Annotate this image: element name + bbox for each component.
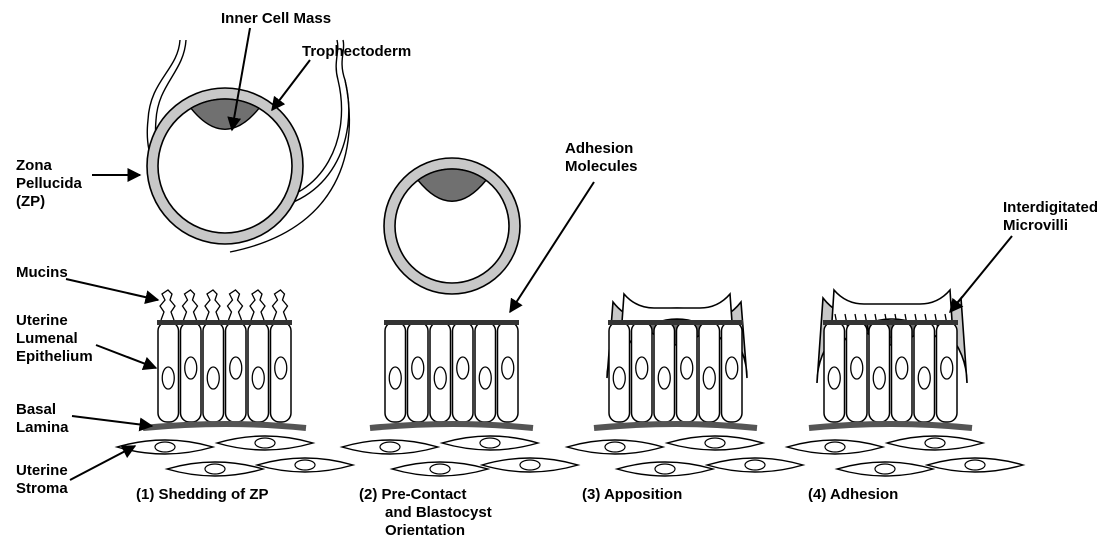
- label-zona-pellucida: Zona Pellucida (ZP): [16, 157, 82, 211]
- stage1-epithelium-nucleus: [207, 367, 219, 389]
- label-inner-cell-mass: Inner Cell Mass: [221, 10, 331, 28]
- caption-stage-1: (1) Shedding of ZP: [136, 486, 269, 504]
- label-stroma-line2: Stroma: [16, 480, 68, 498]
- label-uterine-stroma: Uterine Stroma: [16, 462, 68, 498]
- stage2-epithelium-nucleus: [412, 357, 424, 379]
- stage3-epithelium-nucleus: [703, 367, 715, 389]
- label-zona-line1: Zona: [16, 157, 82, 175]
- caption-stage-2: (2) Pre-Contact and Blastocyst Orientati…: [359, 486, 492, 540]
- label-trophectoderm: Trophectoderm: [302, 43, 411, 61]
- stage4-epithelium-apical-surface: [823, 320, 958, 325]
- label-basal-lamina: Basal Lamina: [16, 401, 69, 437]
- stage3-epithelium-nucleus: [658, 367, 670, 389]
- stage2-epithelium-nucleus: [457, 357, 469, 379]
- stage1-epithelium-mucin: [205, 290, 220, 320]
- stage3-epithelium-basal-lamina: [594, 424, 757, 428]
- arrow-microvilli: [950, 236, 1012, 312]
- arrow-ule: [96, 345, 156, 368]
- stage2-stroma-stromal-nucleus: [430, 464, 450, 474]
- label-basal-line1: Basal: [16, 401, 69, 419]
- stage2-epithelium-apical-surface: [384, 320, 519, 325]
- arrow-trophectoderm: [272, 60, 310, 110]
- label-microvilli-line1: Interdigitated: [1003, 199, 1098, 217]
- label-ule-line1: Uterine: [16, 312, 93, 330]
- stage3-epithelium-apical-surface: [608, 320, 743, 325]
- label-microvilli-line2: Microvilli: [1003, 217, 1098, 235]
- stage4-epithelium-nucleus: [918, 367, 930, 389]
- label-ule-line3: Epithelium: [16, 348, 93, 366]
- label-adhesion-line2: Molecules: [565, 158, 638, 176]
- caption-stage-3: (3) Apposition: [582, 486, 682, 504]
- label-adhesion-line1: Adhesion: [565, 140, 638, 158]
- stage2-stroma-stromal-nucleus: [380, 442, 400, 452]
- stage3-stroma-stromal-nucleus: [745, 460, 765, 470]
- stage1-epithelium-mucin: [273, 290, 288, 320]
- stage1-epithelium-mucin: [228, 290, 243, 320]
- label-interdigitated-microvilli: Interdigitated Microvilli: [1003, 199, 1098, 235]
- stage2-epithelium-nucleus: [479, 367, 491, 389]
- caption-stage-2-line2: and Blastocyst: [359, 504, 492, 522]
- label-adhesion-molecules: Adhesion Molecules: [565, 140, 638, 176]
- stage2-epithelium-basal-lamina: [370, 424, 533, 428]
- label-stroma-line1: Uterine: [16, 462, 68, 480]
- stage3-stroma-stromal-nucleus: [705, 438, 725, 448]
- stage1-epithelium-apical-surface: [157, 320, 292, 325]
- label-mucins: Mucins: [16, 264, 68, 282]
- caption-stage-2-line1: (2) Pre-Contact: [359, 486, 492, 504]
- stage3-epithelium-nucleus: [681, 357, 693, 379]
- stage1-epithelium-nucleus: [185, 357, 197, 379]
- stage1-stroma-stromal-nucleus: [155, 442, 175, 452]
- stage1-epithelium-basal-lamina: [143, 424, 306, 428]
- stage4-epithelium-nucleus: [828, 367, 840, 389]
- stage3-epithelium-nucleus: [613, 367, 625, 389]
- label-uterine-lumenal-epithelium: Uterine Lumenal Epithelium: [16, 312, 93, 366]
- stage1-epithelium-nucleus: [275, 357, 287, 379]
- caption-stage-4: (4) Adhesion: [808, 486, 898, 504]
- stage2-epithelium-nucleus: [434, 367, 446, 389]
- caption-stage-2-line3: Orientation: [359, 522, 492, 540]
- stage2-epithelium-nucleus: [389, 367, 401, 389]
- stage3-stroma-stromal-nucleus: [605, 442, 625, 452]
- stage4-stroma-stromal-nucleus: [825, 442, 845, 452]
- arrow-adhesion-molecules: [510, 182, 594, 312]
- stage1-epithelium-nucleus: [230, 357, 242, 379]
- label-ule-line2: Lumenal: [16, 330, 93, 348]
- stage2-stroma-stromal-nucleus: [520, 460, 540, 470]
- arrow-basal-lamina: [72, 416, 152, 426]
- arrow-mucins: [66, 279, 158, 300]
- stage4-epithelium-nucleus: [873, 367, 885, 389]
- stage4-stroma-stromal-nucleus: [875, 464, 895, 474]
- stage1-epithelium-mucin: [250, 290, 265, 320]
- stage4-epithelium-basal-lamina: [809, 424, 972, 428]
- stage3-stroma-stromal-nucleus: [655, 464, 675, 474]
- stage1-epithelium-nucleus: [252, 367, 264, 389]
- stage2-stroma-stromal-nucleus: [480, 438, 500, 448]
- arrow-stroma: [70, 446, 135, 480]
- stage4-stroma-stromal-nucleus: [965, 460, 985, 470]
- label-zona-line3: (ZP): [16, 193, 82, 211]
- stage3-epithelium-nucleus: [636, 357, 648, 379]
- stage1-epithelium-mucin: [160, 290, 175, 320]
- stage2-epithelium-nucleus: [502, 357, 514, 379]
- label-basal-line2: Lamina: [16, 419, 69, 437]
- stage1-epithelium-mucin: [183, 290, 198, 320]
- stage4-epithelium-nucleus: [851, 357, 863, 379]
- stage1-epithelium-nucleus: [162, 367, 174, 389]
- stage3-epithelium-nucleus: [726, 357, 738, 379]
- stage1-stroma-stromal-nucleus: [295, 460, 315, 470]
- stage4-stroma-stromal-nucleus: [925, 438, 945, 448]
- stage1-stroma-stromal-nucleus: [205, 464, 225, 474]
- stage4-epithelium-nucleus: [941, 357, 953, 379]
- label-zona-line2: Pellucida: [16, 175, 82, 193]
- stage4-epithelium-nucleus: [896, 357, 908, 379]
- stage1-stroma-stromal-nucleus: [255, 438, 275, 448]
